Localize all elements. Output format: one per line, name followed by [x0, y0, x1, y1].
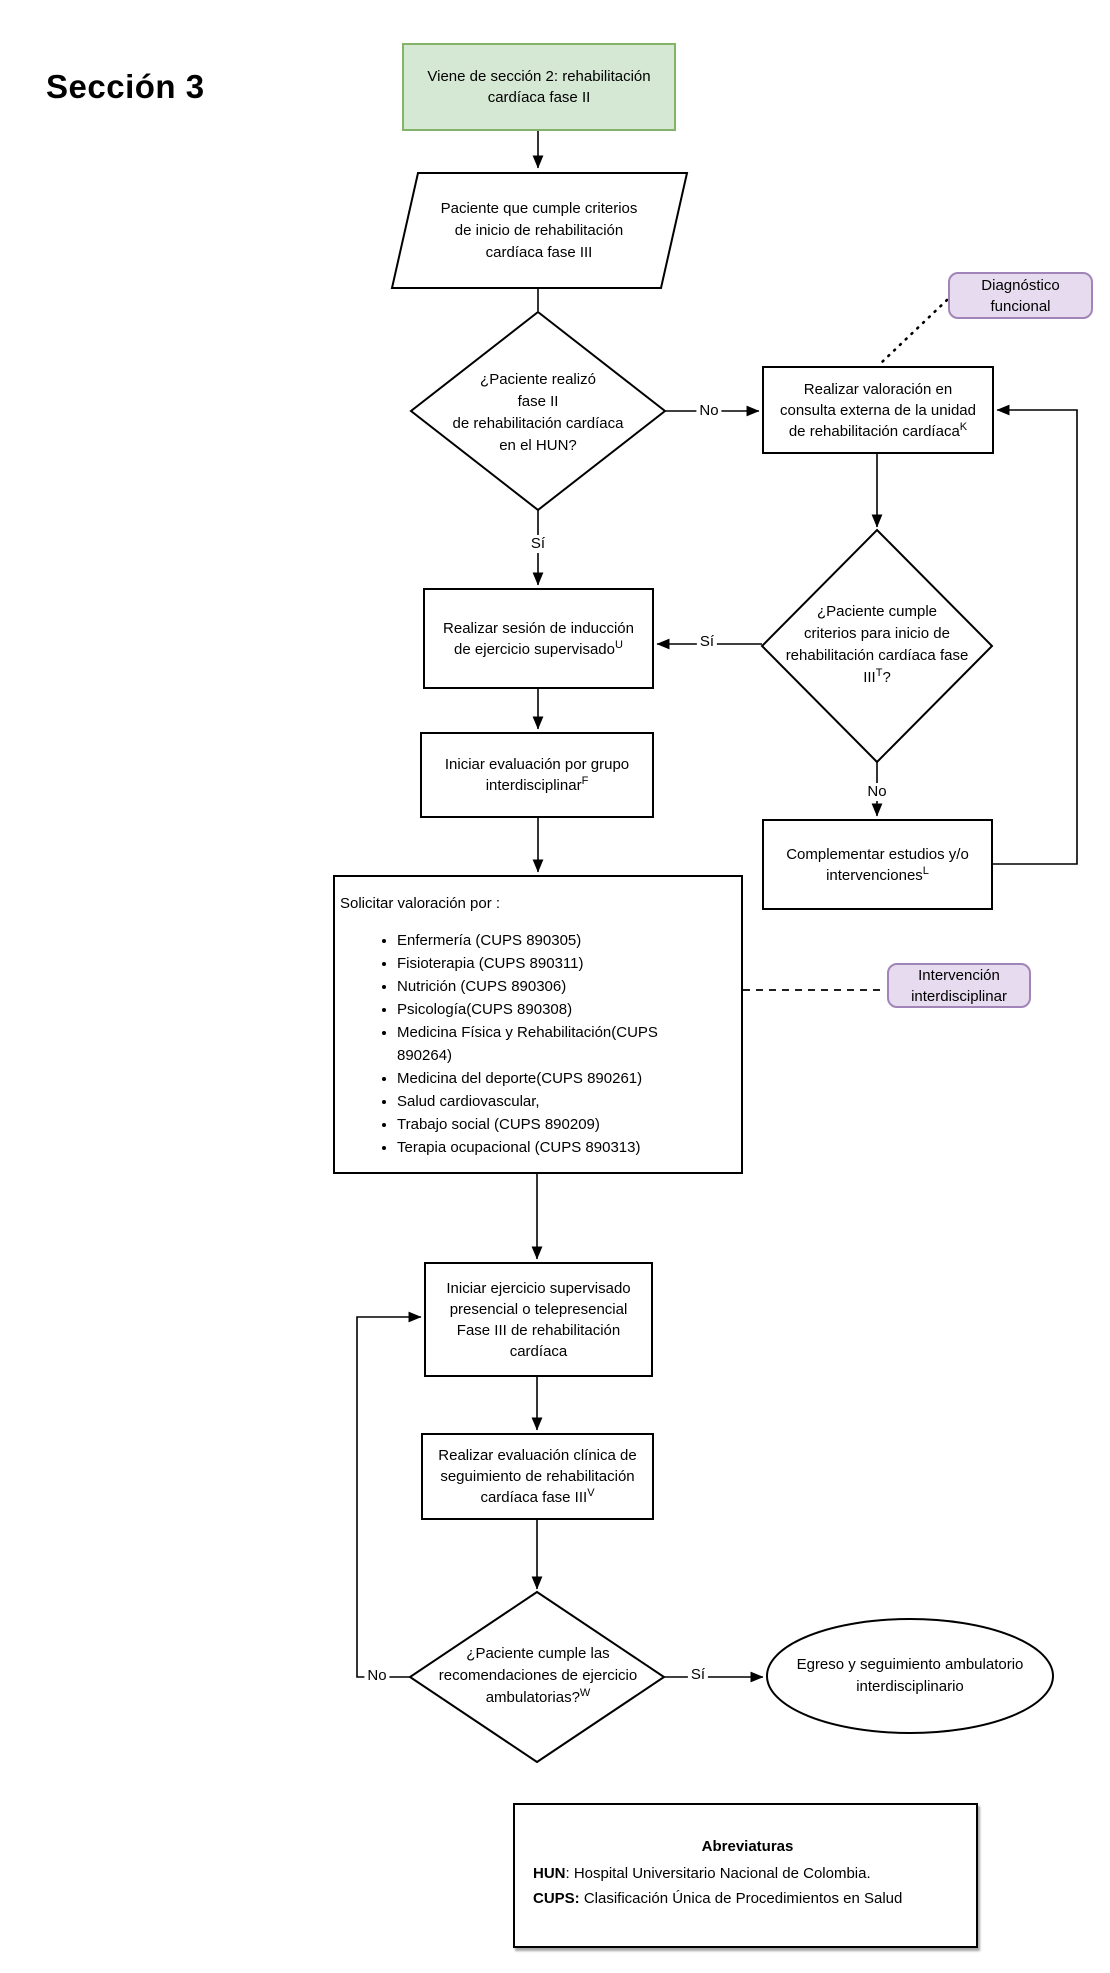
node-egreso: Egreso y seguimiento ambulatorio interdi…: [770, 1654, 1050, 1698]
node-start-label: Viene de sección 2: rehabilitación cardí…: [427, 68, 651, 106]
node-ejercicio-fase3-label: Iniciar ejercicio supervisado presencial…: [446, 1279, 631, 1360]
abbreviations-title: Abreviaturas: [701, 1838, 794, 1855]
decision-criterios-text: ¿Paciente cumple criterios para inicio d…: [769, 601, 985, 689]
footnote-ref-L: L: [922, 864, 929, 877]
node-induccion: Realizar sesión de inducción de ejercici…: [423, 588, 654, 689]
footnote-ref-W: W: [579, 1687, 591, 1699]
node-complementar-label: Complementar estudios y/o intervenciones…: [786, 845, 969, 884]
badge-diagnostico-label: Diagnóstico funcional: [981, 276, 1060, 315]
footnote-ref-V: V: [587, 1487, 595, 1499]
edge-label-no-fase2: No: [696, 402, 722, 420]
edge-label-si-fase2: Sí: [527, 535, 549, 553]
list-item: Nutrición (CUPS 890306): [397, 975, 679, 998]
patient-entry-shape: [390, 172, 689, 289]
badge-diagnostico-funcional: Diagnóstico funcional: [948, 272, 1093, 319]
connector-no-loop-to-ejercicio: [356, 1311, 422, 1678]
footnote-ref-F: F: [581, 775, 589, 787]
badge-intervencion-label: Intervención interdisciplinar: [911, 966, 1007, 1005]
list-item: Salud cardiovascular,: [397, 1090, 679, 1113]
node-evaluacion-grupo: Iniciar evaluación por grupo interdiscip…: [420, 732, 654, 818]
connector-complementar-loop-to-valoracion: [993, 404, 1078, 865]
list-item: Trabajo social (CUPS 890209): [397, 1113, 679, 1136]
footnote-ref-T: T: [875, 667, 883, 679]
decision-fase2-shape: [409, 310, 667, 512]
edge-label-no-criterios: No: [864, 783, 890, 801]
node-egreso-label: Egreso y seguimiento ambulatorio interdi…: [796, 1656, 1024, 1695]
solicitar-heading: Solicitar valoración por :: [340, 895, 501, 912]
node-ejercicio-fase3: Iniciar ejercicio supervisado presencial…: [424, 1262, 653, 1377]
node-start: Viene de sección 2: rehabilitación cardí…: [402, 43, 676, 131]
badge-intervencion-interdisciplinar: Intervención interdisciplinar: [887, 963, 1031, 1008]
node-patient-entry-label: Paciente que cumple criterios de inicio …: [440, 199, 638, 261]
solicitar-list: Enfermería (CUPS 890305)Fisioterapia (CU…: [340, 929, 733, 1159]
node-evaluacion-grupo-label: Iniciar evaluación por grupo interdiscip…: [444, 756, 630, 794]
node-complementar: Complementar estudios y/o intervenciones…: [762, 819, 993, 910]
footnote-ref-U: U: [614, 638, 623, 651]
list-item: Psicología(CUPS 890308): [397, 998, 679, 1021]
decision-recomendaciones-shape: [408, 1590, 666, 1764]
node-valoracion-consulta: Realizar valoración en consulta externa …: [762, 366, 994, 454]
dotted-connector-diagnostico: [879, 298, 949, 365]
edge-label-si-criterios: Sí: [696, 633, 718, 651]
node-solicitar-valoracion: Solicitar valoración por : Enfermería (C…: [333, 875, 743, 1174]
list-item: Enfermería (CUPS 890305): [397, 929, 679, 952]
decision-criterios-shape: [760, 528, 994, 764]
list-item: Terapia ocupacional (CUPS 890313): [397, 1136, 679, 1159]
list-item: Medicina del deporte(CUPS 890261): [397, 1067, 679, 1090]
abbreviation-entry-cups: CUPS: Clasificación Única de Procedimien…: [533, 1890, 903, 1907]
edge-label-si-recomendaciones: Sí: [687, 1666, 709, 1684]
decision-criterios-label: ¿Paciente cumple criterios para inicio d…: [785, 603, 969, 686]
abbreviation-entry-hun: HUN: Hospital Universitario Nacional de …: [533, 1865, 871, 1882]
decision-fase2-label: ¿Paciente realizó fase II de rehabilitac…: [452, 371, 624, 454]
node-evaluacion-clinica: Realizar evaluación clínica de seguimien…: [421, 1433, 654, 1520]
decision-recomendaciones-text: ¿Paciente cumple las recomendaciones de …: [407, 1643, 669, 1709]
node-patient-entry: Paciente que cumple criterios de inicio …: [409, 173, 669, 288]
egreso-ellipse-shape: [766, 1618, 1054, 1734]
edge-label-no-recomendaciones: No: [364, 1667, 390, 1685]
node-valoracion-label: Realizar valoración en consulta externa …: [780, 380, 976, 440]
list-item: Medicina Física y Rehabilitación(CUPS 89…: [397, 1021, 679, 1067]
node-induccion-label: Realizar sesión de inducción de ejercici…: [443, 619, 634, 658]
page-title: Sección 3: [46, 68, 205, 105]
node-abreviaturas: Abreviaturas HUN: Hospital Universitario…: [513, 1803, 978, 1948]
footnote-ref-K: K: [959, 420, 968, 433]
decision-fase2-text: ¿Paciente realizó fase II de rehabilitac…: [408, 369, 668, 457]
decision-recomendaciones-label: ¿Paciente cumple las recomendaciones de …: [438, 1645, 638, 1706]
node-evaluacion-clinica-label: Realizar evaluación clínica de seguimien…: [438, 1447, 637, 1506]
list-item: Fisioterapia (CUPS 890311): [397, 952, 679, 975]
